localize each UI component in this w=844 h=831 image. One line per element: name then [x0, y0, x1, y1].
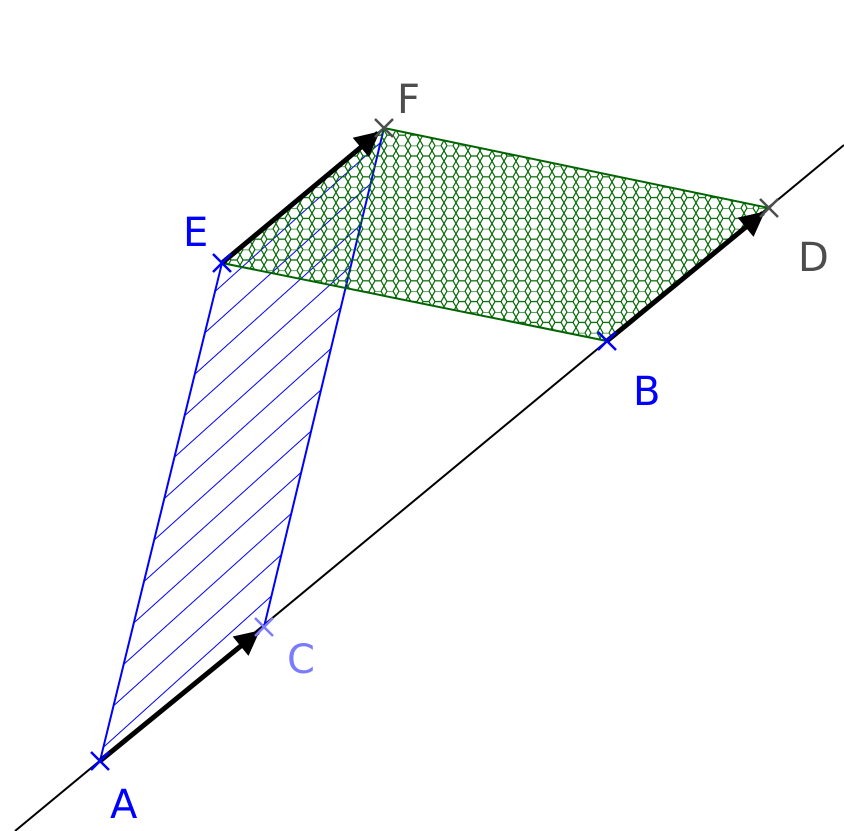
label-f: F [397, 77, 420, 123]
point-f-marker [374, 118, 394, 138]
label-d: D [798, 235, 829, 281]
vector-bd [605, 211, 765, 343]
label-c: C [287, 637, 315, 683]
point-c-marker [254, 617, 274, 637]
point-e-marker [212, 253, 232, 273]
point-d-marker [759, 198, 779, 218]
point-b-marker [597, 331, 617, 351]
vector-ef [220, 131, 380, 265]
label-a: A [110, 782, 138, 828]
label-e: E [183, 210, 208, 256]
label-b: B [633, 369, 660, 415]
point-a-marker [90, 751, 110, 771]
vector-ac [98, 630, 260, 763]
